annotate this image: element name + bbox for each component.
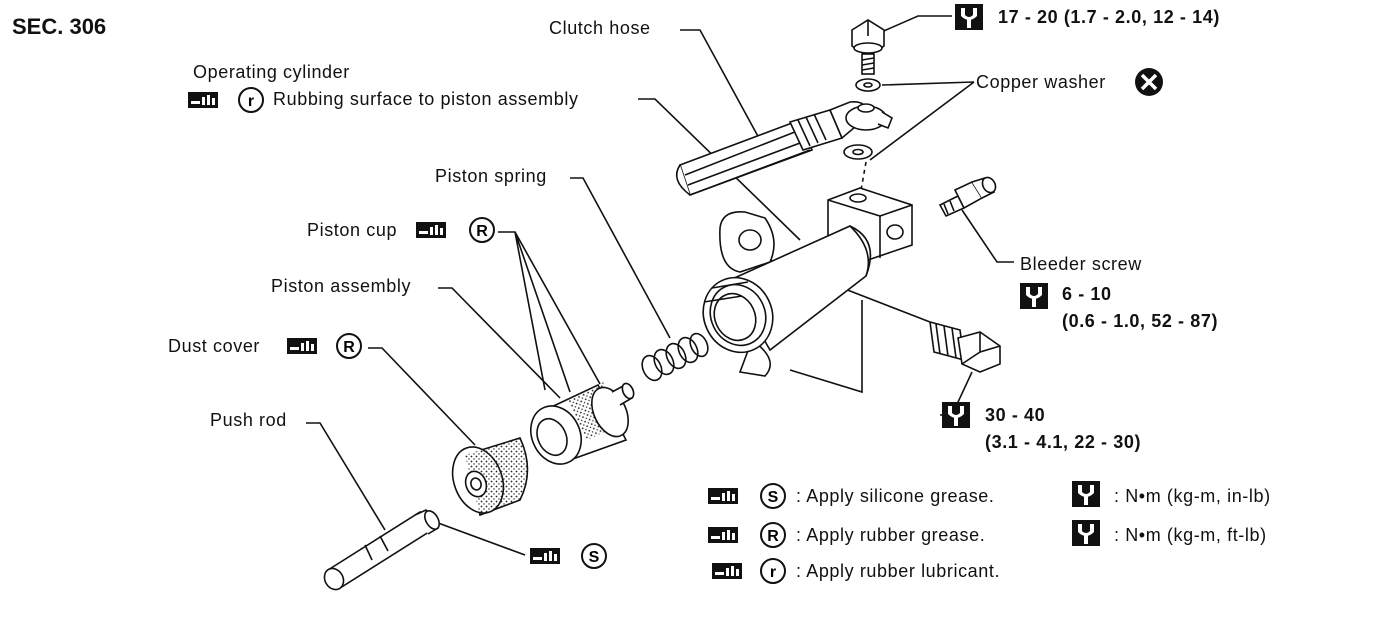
legend-silicone: : Apply silicone grease. (796, 486, 995, 506)
label-clutch-hose: Clutch hose (549, 18, 651, 38)
label-piston-spring: Piston spring (435, 166, 547, 186)
operating-cylinder (702, 187, 913, 377)
wrench-icon (955, 4, 983, 30)
mounting-bolt (929, 320, 1001, 373)
svg-text:r: r (248, 93, 254, 110)
section-number: SEC. 306 (12, 14, 107, 39)
legend-rubber-lube: : Apply rubber lubricant. (796, 561, 1001, 581)
label-dust-cover: Dust cover (168, 336, 261, 356)
leader-piston-assembly (438, 287, 561, 399)
rubber-grease-R-icon: R (469, 217, 495, 243)
grease-icon (416, 222, 446, 238)
legend-rubber-grease: : Apply rubber grease. (796, 525, 986, 545)
grease-icon (712, 563, 742, 579)
grease-icon (708, 527, 738, 543)
label-operating-cylinder: Operating cylinder (193, 62, 350, 82)
rubber-grease-R-icon: R (336, 333, 362, 359)
svg-text:R: R (343, 339, 355, 356)
piston-assembly (530, 381, 635, 465)
label-copper-washer: Copper washer (976, 72, 1106, 92)
silicone-grease-S-icon: S (581, 543, 607, 569)
leader-piston-spring (570, 177, 671, 339)
leader-bleeder (961, 209, 1014, 263)
rubber-grease-R-icon: R (760, 522, 786, 548)
grease-icon (708, 488, 738, 504)
svg-text:r: r (770, 564, 776, 581)
leader-cylinder-bracket (789, 300, 863, 394)
svg-text:S: S (589, 549, 600, 566)
leader-push-rod (306, 422, 386, 531)
clutch-hose (675, 100, 893, 197)
rubber-lubricant-small-r-icon: r (760, 558, 786, 584)
grease-icon (530, 548, 560, 564)
grease-icon (188, 92, 218, 108)
torque-bleeder-line2: (0.6 - 1.0, 52 - 87) (1062, 311, 1219, 331)
leader-push-rod-grease (429, 519, 526, 556)
replace-x-icon (1135, 68, 1163, 96)
torque-hose-bolt: 17 - 20 (1.7 - 2.0, 12 - 14) (998, 7, 1220, 27)
wrench-icon (1072, 481, 1100, 507)
svg-text:S: S (768, 489, 779, 506)
piston-spring (641, 332, 709, 382)
label-rubbing-surface: Rubbing surface to piston assembly (273, 89, 579, 109)
torque-mount-line2: (3.1 - 4.1, 22 - 30) (985, 432, 1142, 452)
torque-mount-line1: 30 - 40 (985, 405, 1046, 425)
wrench-icon (1072, 520, 1100, 546)
leader-clutch-hose (680, 29, 761, 141)
leader-hose-bolt-torque (869, 15, 952, 38)
push-rod (323, 508, 441, 591)
leader-copper-washer (869, 81, 975, 161)
legend-nm-inlb: : N•m (kg-m, in-lb) (1114, 486, 1271, 506)
silicone-grease-S-icon: S (760, 483, 786, 509)
leader-piston-cup (498, 231, 601, 393)
svg-text:R: R (767, 528, 779, 545)
label-bleeder-screw: Bleeder screw (1020, 254, 1142, 274)
torque-bleeder-line1: 6 - 10 (1062, 284, 1112, 304)
hose-bolt (851, 19, 885, 75)
label-piston-cup: Piston cup (307, 220, 398, 240)
grease-icon (287, 338, 317, 354)
leader-dust-cover (368, 347, 476, 446)
leader-rubbing-surface (638, 98, 801, 241)
wrench-icon (942, 402, 970, 428)
svg-text:R: R (476, 223, 488, 240)
label-piston-assembly: Piston assembly (271, 276, 412, 296)
label-push-rod: Push rod (210, 410, 287, 430)
dust-cover (451, 437, 529, 517)
wrench-icon (1020, 283, 1048, 309)
bleeder-screw (938, 176, 997, 218)
rubber-lubricant-small-r-icon: r (238, 87, 264, 113)
legend-nm-ftlb: : N•m (kg-m, ft-lb) (1114, 525, 1267, 545)
